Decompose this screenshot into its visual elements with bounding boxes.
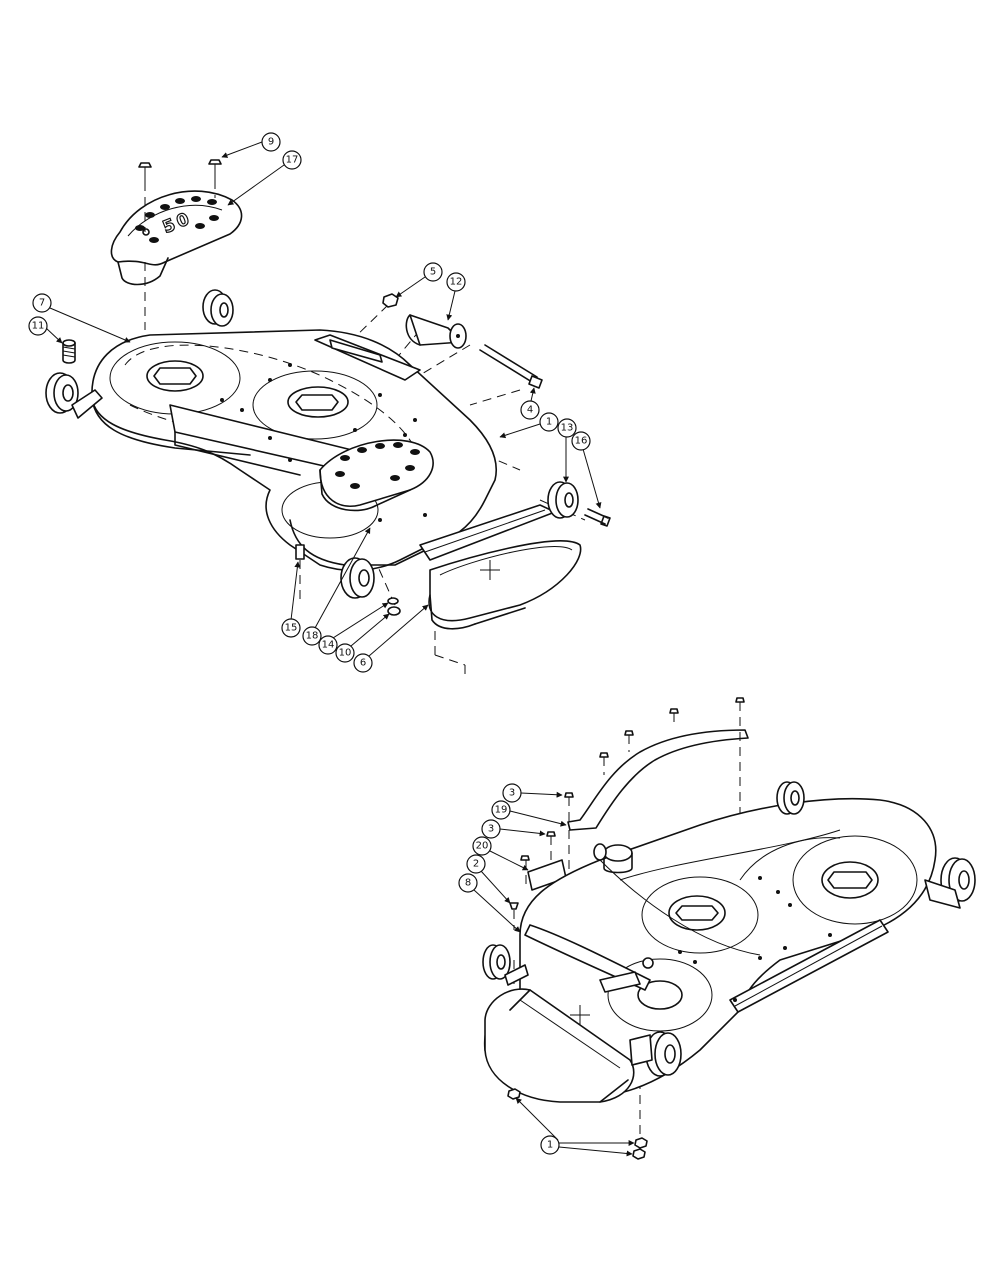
pin-2: [509, 902, 519, 910]
wheel-front-left: [340, 557, 375, 599]
nut-lower-left: [507, 1088, 521, 1100]
callout-9: 9: [221, 132, 281, 158]
callout-10: 10: [335, 613, 390, 663]
lower-wheel-front: [629, 1031, 682, 1077]
callout-6: 6: [353, 604, 429, 673]
svg-text:17: 17: [286, 155, 299, 166]
wheel-front-right: [547, 481, 579, 519]
svg-text:1: 1: [547, 1140, 553, 1151]
svg-text:19: 19: [495, 805, 508, 816]
discharge-chute: [428, 540, 582, 630]
callout-1-lower: 1: [515, 1097, 635, 1157]
nut-10: [387, 606, 401, 616]
callout-18: 18: [302, 527, 371, 646]
lower-gauge-wheels: [482, 781, 976, 1077]
deflector-bracket: [567, 729, 749, 831]
callout-15: 15: [281, 561, 301, 638]
callout-8: 8: [458, 873, 521, 933]
svg-text:7: 7: [39, 298, 45, 309]
svg-text:10: 10: [339, 648, 352, 659]
callout-2: 2: [466, 854, 511, 904]
lower-wheel-right: [924, 857, 976, 909]
svg-text:6: 6: [360, 658, 366, 669]
grease-fitting: [295, 544, 305, 560]
lower-callouts: 3 19 3 20 2 8: [458, 783, 635, 1157]
svg-text:16: 16: [575, 436, 588, 447]
washer: [387, 597, 399, 605]
svg-text:20: 20: [476, 841, 489, 852]
belt-cover: 50: [110, 190, 243, 286]
svg-text:15: 15: [285, 623, 298, 634]
cover-bolts: [138, 159, 222, 182]
svg-text:11: 11: [32, 321, 45, 332]
spring: [62, 339, 76, 364]
callout-13: 13: [557, 418, 577, 483]
wheel-left: [45, 372, 103, 419]
lower-top-bolts: [520, 697, 745, 861]
svg-text:9: 9: [268, 137, 274, 148]
callout-20: 20: [472, 836, 529, 871]
svg-text:14: 14: [322, 640, 335, 651]
nut-lower-right: [634, 1137, 648, 1149]
svg-text:4: 4: [527, 405, 533, 416]
callout-7: 7: [32, 293, 131, 343]
lower-mower-deck: [483, 797, 937, 1103]
wheel-rear: [202, 289, 234, 327]
svg-text:3: 3: [509, 788, 515, 799]
callout-3-lower: 3: [481, 819, 546, 839]
idler-roller: [405, 314, 467, 349]
nut-lower-right-2: [632, 1148, 646, 1160]
callout-16: 16: [571, 431, 602, 509]
callout-12: 12: [446, 272, 466, 321]
svg-text:2: 2: [473, 859, 479, 870]
svg-text:18: 18: [306, 631, 319, 642]
svg-text:1: 1: [546, 417, 552, 428]
callout-17: 17: [227, 150, 302, 206]
lower-exploded-view: 3 19 3 20 2 8: [458, 697, 976, 1160]
lower-wheel-left: [482, 944, 529, 986]
axle-bolt: [584, 508, 611, 527]
callout-3-upper: 3: [502, 783, 563, 803]
callout-14: 14: [318, 602, 389, 655]
callout-11: 11: [28, 316, 63, 344]
nut-5: [382, 293, 399, 308]
svg-text:3: 3: [488, 824, 494, 835]
svg-text:8: 8: [465, 878, 471, 889]
upper-mower-deck: [91, 329, 556, 572]
svg-text:5: 5: [430, 267, 436, 278]
upper-exploded-view: 50: [28, 132, 611, 680]
svg-text:12: 12: [450, 277, 463, 288]
svg-text:13: 13: [561, 423, 574, 434]
upper-callouts: 9 17 5 12 7 11: [28, 132, 602, 673]
callout-1: 1: [499, 412, 559, 439]
lower-wheel-rear: [776, 781, 805, 815]
callout-5: 5: [395, 262, 443, 298]
long-bolt: [479, 344, 543, 389]
callout-19: 19: [491, 800, 567, 827]
callout-4: 4: [520, 387, 540, 420]
